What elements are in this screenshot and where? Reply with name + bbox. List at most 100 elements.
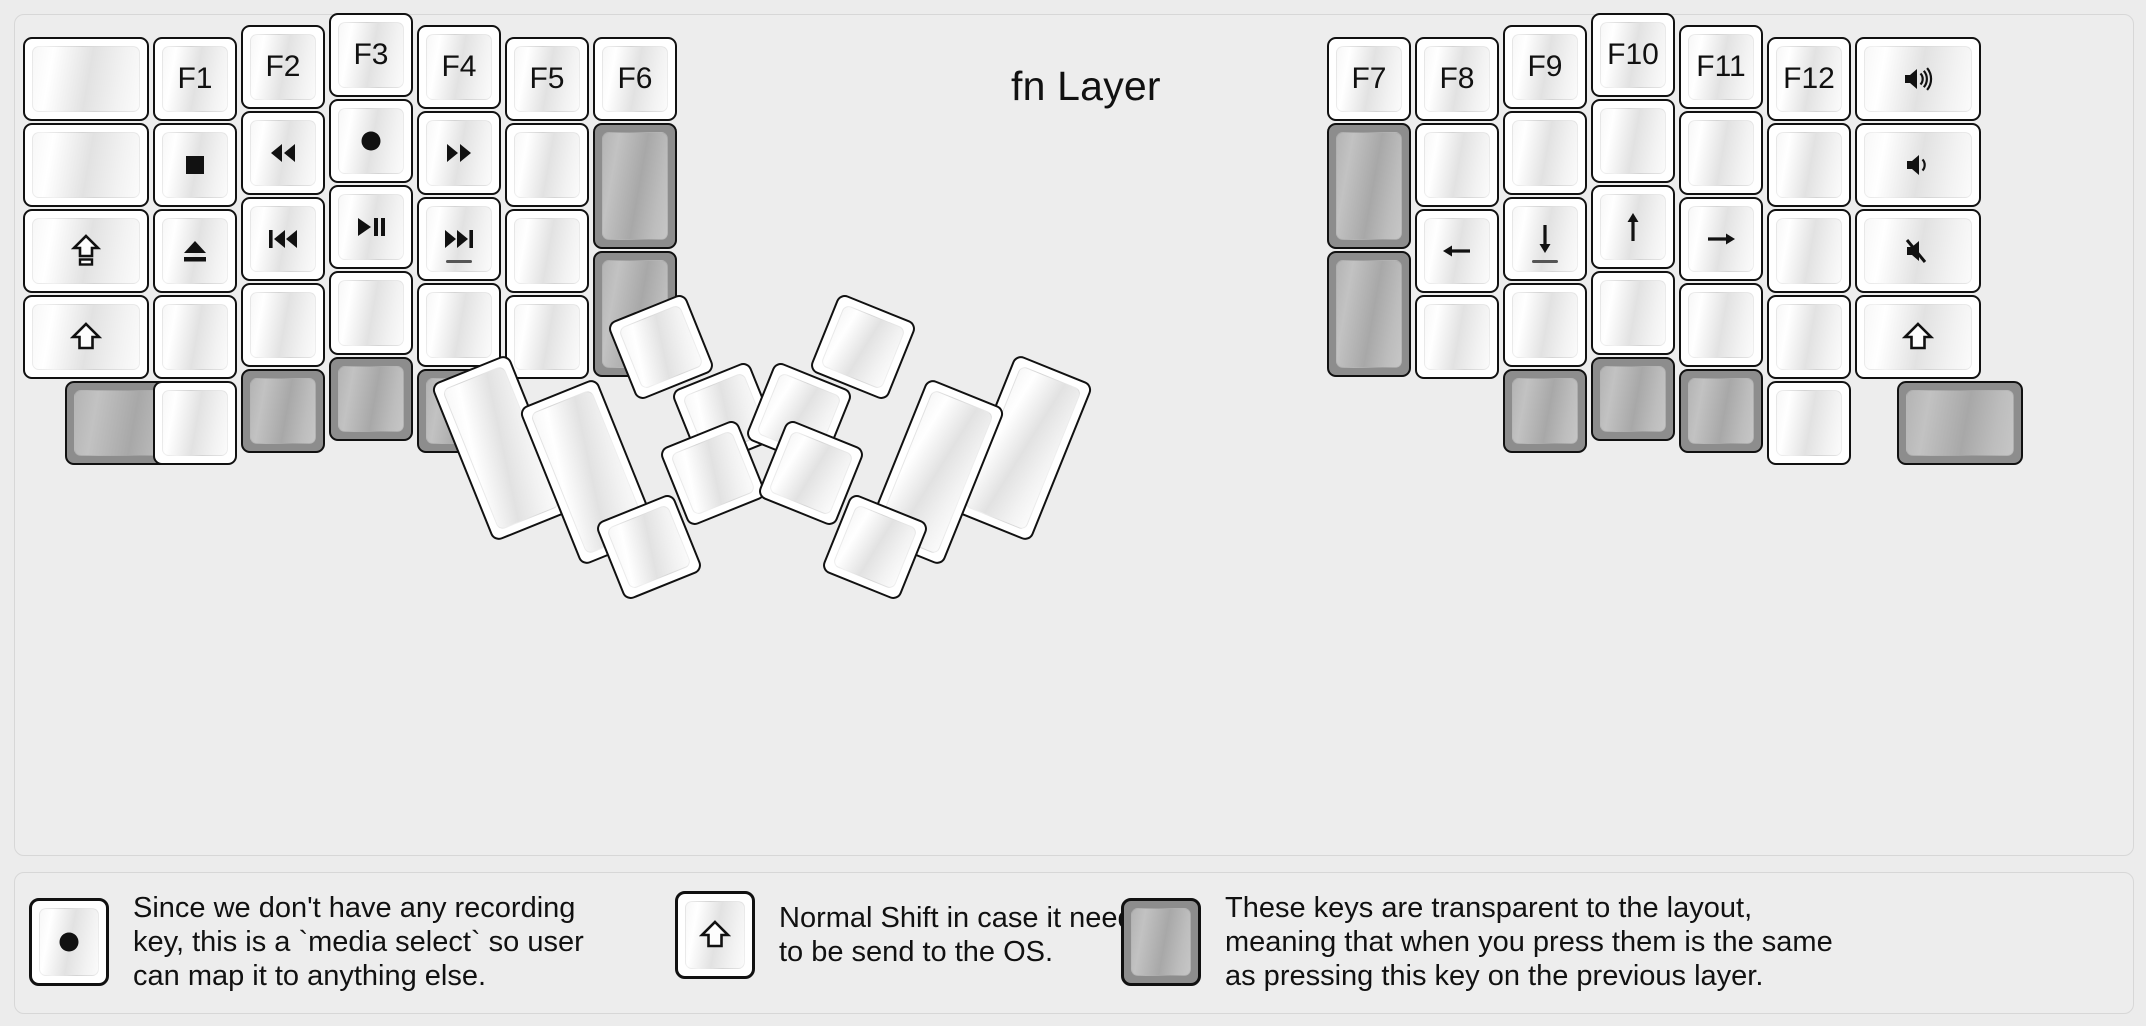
col-f6-key-1[interactable]: [593, 123, 677, 249]
col-f11-key-4[interactable]: [1679, 369, 1763, 453]
col-f2-key-1[interactable]: [241, 111, 325, 195]
col-f1-key-0[interactable]: F1: [153, 37, 237, 121]
col-f8-key-1[interactable]: [1415, 123, 1499, 207]
keycap-face: [606, 504, 692, 590]
col-f4-key-2[interactable]: [417, 197, 501, 281]
col-outer-left-key-3[interactable]: [23, 295, 149, 379]
keycap-face: [338, 108, 404, 174]
col-f2-key-4[interactable]: [241, 369, 325, 453]
legend-normal-shift: Normal Shift in case it needs to be send…: [675, 891, 1148, 979]
col-f11-key-0[interactable]: F11: [1679, 25, 1763, 109]
col-f10-key-3[interactable]: [1591, 271, 1675, 355]
col-f12-key-1[interactable]: [1767, 123, 1851, 207]
col-f11-key-3[interactable]: [1679, 283, 1763, 367]
legend-transparent-text: These keys are transparent to the layout…: [1225, 892, 1833, 993]
col-f10-key-0[interactable]: F10: [1591, 13, 1675, 97]
col-outer-left-key-2[interactable]: [23, 209, 149, 293]
col-f10-key-1[interactable]: [1591, 99, 1675, 183]
col-f4-key-0[interactable]: F4: [417, 25, 501, 109]
col-f5-key-3[interactable]: [505, 295, 589, 379]
col-f1-key-4[interactable]: [153, 381, 237, 465]
keycap-face: [1512, 120, 1578, 186]
col-f10-key-2[interactable]: [1591, 185, 1675, 269]
col-f7-key-2[interactable]: [1327, 251, 1411, 377]
keycap-face: [514, 218, 580, 284]
keycap-face: [162, 390, 228, 456]
col-f9-key-1[interactable]: [1503, 111, 1587, 195]
col-f3-key-0[interactable]: F3: [329, 13, 413, 97]
shift-icon: [678, 894, 752, 976]
keycap-face: [338, 194, 404, 260]
keycap-face: [1424, 46, 1490, 112]
col-f12-key-3[interactable]: [1767, 295, 1851, 379]
legend-panel: Since we don't have any recording key, t…: [14, 872, 2134, 1014]
col-f4-key-1[interactable]: [417, 111, 501, 195]
keycap-face: [670, 430, 756, 516]
keycap-face: [1688, 292, 1754, 358]
col-outer-right-key-2[interactable]: [1855, 209, 1981, 293]
keycap-face: [1600, 108, 1666, 174]
keycap-face: [618, 304, 704, 390]
keycap-face: [162, 304, 228, 370]
keycap-face: [1776, 390, 1842, 456]
keycap-face: [1131, 908, 1191, 977]
col-f8-key-3[interactable]: [1415, 295, 1499, 379]
keycap-face: [1776, 304, 1842, 370]
col-f2-key-2[interactable]: [241, 197, 325, 281]
keycap-face: [162, 132, 228, 198]
col-f4-key-3[interactable]: [417, 283, 501, 367]
col-f11-key-1[interactable]: [1679, 111, 1763, 195]
col-f9-key-0[interactable]: F9: [1503, 25, 1587, 109]
col-f5-key-0[interactable]: F5: [505, 37, 589, 121]
col-f5-key-2[interactable]: [505, 209, 589, 293]
legend-transparent-swatch: [1121, 898, 1201, 987]
keycap-face: [1776, 46, 1842, 112]
col-f1-key-2[interactable]: [153, 209, 237, 293]
keycap-face: [338, 280, 404, 346]
col-outer-right-key-3[interactable]: [1855, 295, 1981, 379]
col-f1-key-3[interactable]: [153, 295, 237, 379]
col-f9-key-2[interactable]: [1503, 197, 1587, 281]
col-f12-key-4[interactable]: [1767, 381, 1851, 465]
keycap-face: [602, 132, 668, 240]
col-f10-key-4[interactable]: [1591, 357, 1675, 441]
keycap-face: [514, 46, 580, 112]
col-f5-key-1[interactable]: [505, 123, 589, 207]
col-f12-key-0[interactable]: F12: [1767, 37, 1851, 121]
col-outer-left-key-1[interactable]: [23, 123, 149, 207]
col-f12-key-2[interactable]: [1767, 209, 1851, 293]
keycap-face: [250, 292, 316, 358]
secondary-marker: [1532, 260, 1558, 263]
col-f3-key-3[interactable]: [329, 271, 413, 355]
legend-normal-shift-text: Normal Shift in case it needs to be send…: [779, 901, 1149, 968]
col-f3-key-2[interactable]: [329, 185, 413, 269]
keycap-face: [1864, 218, 1972, 284]
col-f7-key-0[interactable]: F7: [1327, 37, 1411, 121]
col-f8-key-0[interactable]: F8: [1415, 37, 1499, 121]
col-outer-right-key-4[interactable]: [1897, 381, 2023, 465]
keycap-face: [426, 34, 492, 100]
col-f9-key-4[interactable]: [1503, 369, 1587, 453]
col-f2-key-3[interactable]: [241, 283, 325, 367]
col-f11-key-2[interactable]: [1679, 197, 1763, 281]
keycap-face: [32, 46, 140, 112]
col-outer-left-key-0[interactable]: [23, 37, 149, 121]
keycap-face: [1688, 34, 1754, 100]
col-f8-key-2[interactable]: [1415, 209, 1499, 293]
keycap-face: [1906, 390, 2014, 456]
keycap-face: [1424, 218, 1490, 284]
col-outer-right-key-1[interactable]: [1855, 123, 1981, 207]
keycap-face: [1864, 46, 1972, 112]
col-f7-key-1[interactable]: [1327, 123, 1411, 249]
col-f3-key-4[interactable]: [329, 357, 413, 441]
col-f1-key-1[interactable]: [153, 123, 237, 207]
keycap-face: [1424, 304, 1490, 370]
col-outer-right-key-0[interactable]: [1855, 37, 1981, 121]
keycap-face: [1512, 292, 1578, 358]
col-f2-key-0[interactable]: F2: [241, 25, 325, 109]
col-f6-key-0[interactable]: F6: [593, 37, 677, 121]
col-f3-key-1[interactable]: [329, 99, 413, 183]
col-f9-key-3[interactable]: [1503, 283, 1587, 367]
media-record-icon: [32, 901, 106, 983]
